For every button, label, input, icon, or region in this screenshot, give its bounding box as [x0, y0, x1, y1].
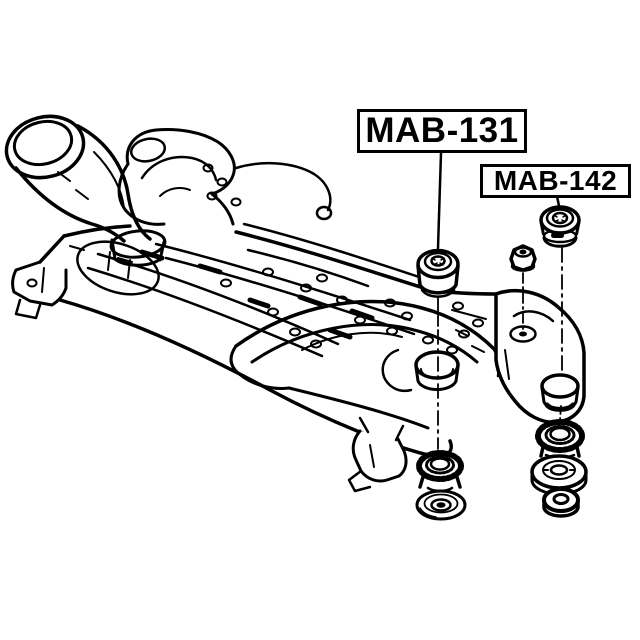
- subframe-pipe-hook: [234, 161, 333, 221]
- leader-line-mab-131: [436, 151, 443, 450]
- subframe-arm: [4, 114, 167, 267]
- bushing-seat-front: [414, 350, 460, 391]
- part-label-mab-131: MAB-131: [357, 109, 527, 153]
- subframe-foot-bracket: [347, 416, 408, 493]
- grommet-washer-front-drawing: [415, 489, 467, 521]
- subframe-right-bracket: [494, 288, 586, 424]
- subframe-rear-arch: [229, 299, 501, 430]
- subframe-tower: [117, 128, 242, 226]
- stopper-washer-front-drawing: [416, 450, 464, 493]
- bushing-mab-131-drawing: [416, 248, 460, 298]
- subframe-deck: [38, 222, 498, 459]
- stopper-washer-rear-drawing: [535, 419, 585, 459]
- part-label-mab-142: MAB-142: [480, 164, 631, 198]
- plain-washer-rear-drawing: [542, 487, 580, 518]
- subframe-left-bracket: [11, 260, 68, 320]
- flange-nut-drawing: [509, 244, 537, 272]
- bushing-mab-142-drawing: [539, 205, 581, 248]
